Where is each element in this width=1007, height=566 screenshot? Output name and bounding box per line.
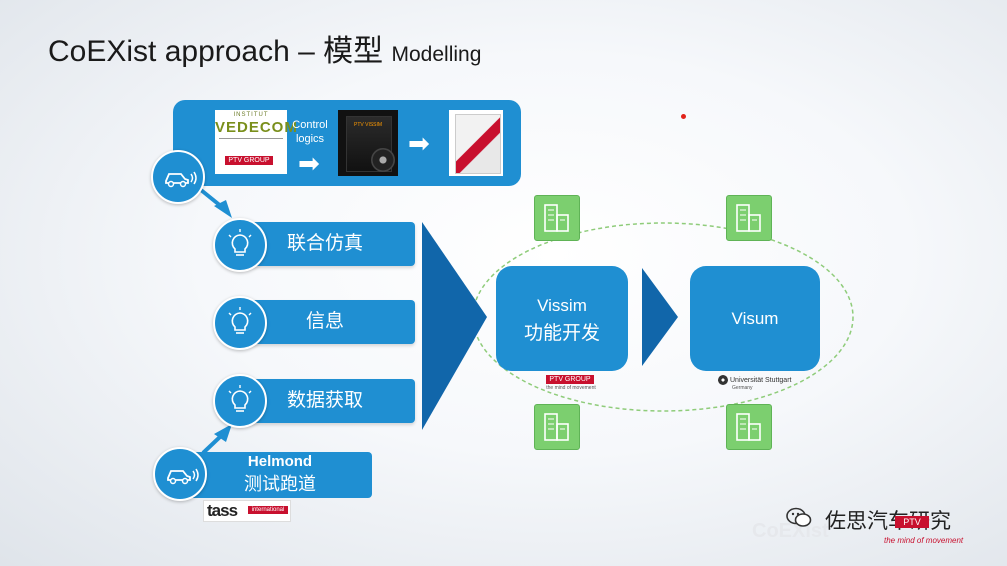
vedecom-top-text: INSTITUT	[233, 112, 269, 118]
wechat-icon	[786, 506, 812, 530]
helmond-test-track: Helmond 测试跑道	[188, 452, 372, 498]
tass-name: tass	[207, 501, 238, 520]
helmond-to-data-head	[214, 424, 232, 442]
helmond-subtitle: 测试跑道	[244, 474, 316, 494]
uni-seal-icon	[718, 375, 728, 385]
vissim-to-visum-arrow	[642, 268, 678, 366]
coexist-watermark: CoEXist	[752, 520, 829, 542]
uni-stuttgart-logo: Universität Stuttgart	[718, 375, 791, 385]
vissim-caption: 功能开发	[523, 323, 600, 344]
vissim-name: Vissim	[537, 296, 587, 315]
merge-arrow	[422, 222, 487, 430]
arrow-right-icon: ➡	[298, 148, 320, 178]
car-to-cosim-head	[214, 200, 232, 218]
software-box-image: PTV VISSIM	[338, 110, 398, 176]
tass-logo: tass international	[203, 500, 291, 522]
lightbulb-icon	[213, 374, 267, 428]
lightbulb-icon	[213, 296, 267, 350]
building-icon	[726, 404, 772, 450]
ptv-motto: the mind of movement	[884, 536, 964, 545]
arrow-right-icon: ➡	[408, 128, 430, 158]
visum-box: Visum	[690, 266, 820, 371]
helmond-title: Helmond	[247, 453, 313, 470]
building-icon	[726, 195, 772, 241]
car-sensor-icon	[151, 150, 205, 204]
ptv-logo: PTV GROUP	[546, 375, 594, 384]
software-box-label: PTV VISSIM	[354, 122, 383, 128]
lightbulb-icon	[213, 218, 267, 272]
building-icon	[534, 404, 580, 450]
control-logics-line1: Control	[292, 119, 328, 131]
wechat-account-name: 佐思汽车研究	[825, 510, 951, 533]
laser-pointer-dot	[681, 114, 686, 119]
uni-country: Germany	[732, 385, 753, 391]
ptv-logo-small: PTV GROUP	[225, 156, 273, 165]
uni-name: Universität Stuttgart	[730, 376, 792, 384]
vedecom-rule	[219, 138, 283, 147]
control-logics-line2: logics	[295, 133, 325, 145]
product-box-image	[449, 110, 503, 176]
title-sub: Modelling	[391, 43, 482, 66]
input-cosimulation-label: 联合仿真	[286, 233, 363, 254]
building-icon	[534, 195, 580, 241]
input-information-label: 信息	[305, 311, 344, 332]
disc-icon	[371, 148, 395, 172]
input-data-acquisition-label: 数据获取	[286, 390, 363, 411]
slide-title: CoEXist approach – 模型 Modelling	[48, 26, 481, 70]
ptv-tagline: the mind of movement	[546, 385, 596, 391]
ptv-corner-logo: PTV	[895, 516, 929, 528]
vedecom-text: VEDECOM	[215, 119, 298, 136]
helmond-to-data-line	[201, 433, 224, 455]
title-main: CoEXist approach – 模型	[48, 35, 384, 68]
control-logics-label: Control logics	[289, 118, 331, 146]
product-box-body	[455, 114, 501, 174]
car-sensor-icon	[153, 447, 207, 501]
tass-tag: international	[248, 506, 288, 514]
vissim-box: Vissim 功能开发	[496, 266, 628, 371]
